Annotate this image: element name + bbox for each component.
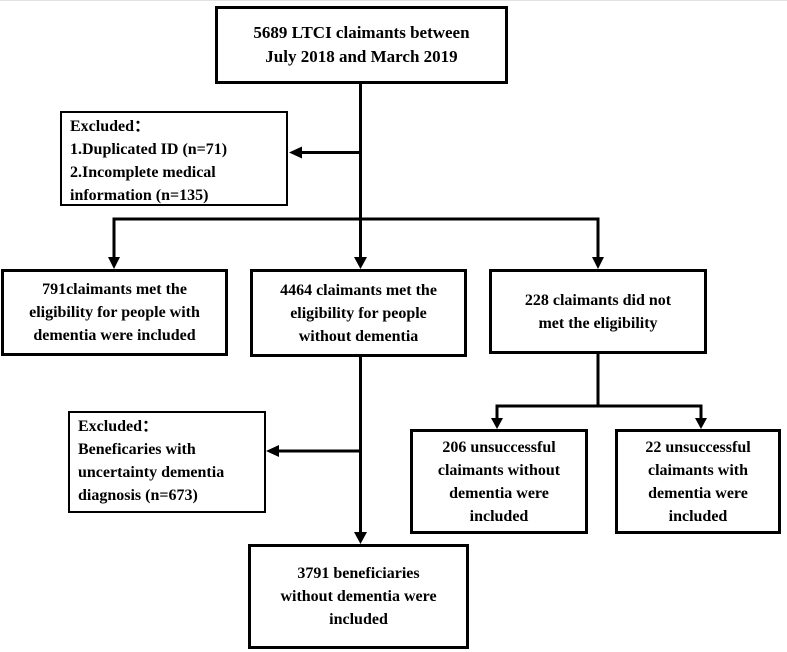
arrowhead-left-icon <box>266 445 279 457</box>
node-total-claimants: 5689 LTCI claimants between July 2018 an… <box>215 6 508 84</box>
arrowhead-left-icon <box>289 146 302 159</box>
arrowhead-down-icon <box>108 257 120 269</box>
arrowhead-down-icon <box>354 532 367 544</box>
connector-middle-to-excluded-uncertain <box>266 445 361 457</box>
connector-noteligible-split <box>491 353 707 429</box>
node-excluded-initial: Excluded： 1.Duplicated ID (n=71) 2.Incom… <box>60 111 288 206</box>
arrowhead-down-icon <box>491 418 503 429</box>
node-eligible-without-dementia: 4464 claimants met the eligibility for p… <box>250 269 467 357</box>
node-unsuccessful-with-dementia: 22 unsuccessful claimants with dementia … <box>615 429 781 534</box>
arrowhead-down-icon <box>695 418 707 429</box>
node-eligible-with-dementia: 791claimants met the eligibility for peo… <box>1 269 228 356</box>
connector-total-to-excluded-initial <box>289 146 361 159</box>
arrowhead-down-icon <box>354 257 367 269</box>
node-excluded-uncertain-diagnosis: Excluded： Beneficaries with uncertainty … <box>68 411 266 513</box>
node-final-beneficiaries: 3791 beneficiaries without dementia were… <box>248 544 469 649</box>
connector-total-to-middle <box>354 83 367 269</box>
connector-branch-three-way <box>108 217 604 269</box>
arrowhead-down-icon <box>592 257 604 269</box>
node-not-eligible: 228 claimants did not met the eligibilit… <box>489 269 707 354</box>
node-unsuccessful-without-dementia: 206 unsuccessful claimants without demen… <box>410 429 588 534</box>
connector-middle-to-final <box>354 355 367 544</box>
